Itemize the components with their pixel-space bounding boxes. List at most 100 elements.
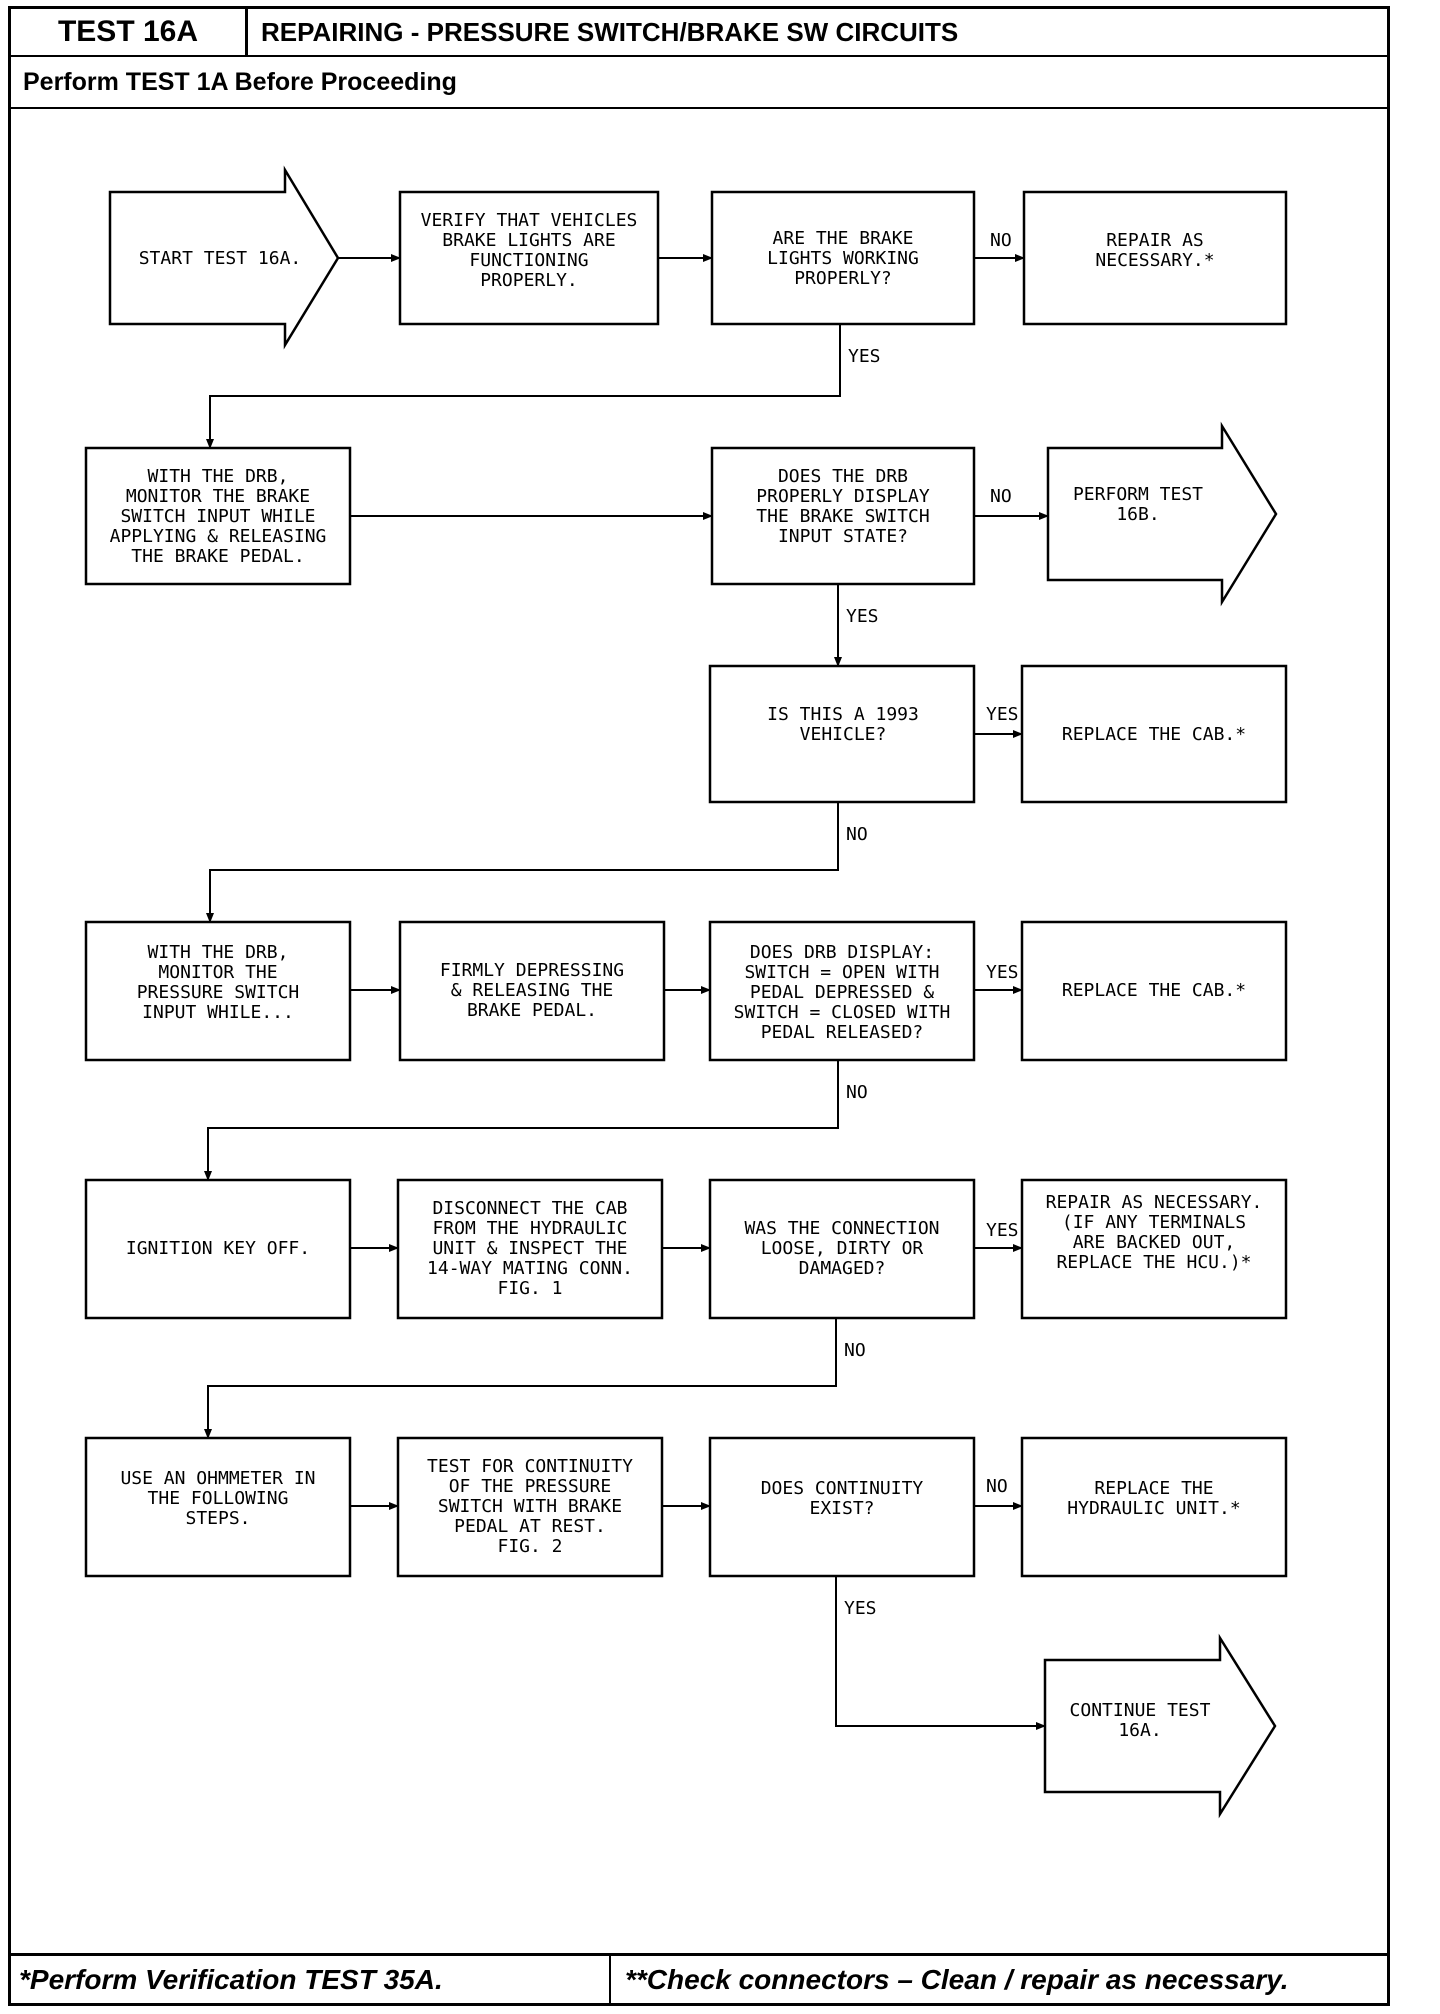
start-node-text: START TEST 16A. (139, 248, 302, 269)
node-text-line: APPLYING & RELEASING (110, 526, 327, 547)
node-text-line: REPLACE THE CAB.* (1062, 724, 1246, 745)
node-text-line: SWITCH WITH BRAKE (438, 1496, 622, 1517)
page-title: REPAIRING - PRESSURE SWITCH/BRAKE SW CIR… (261, 16, 959, 47)
label-no: NO (986, 1476, 1008, 1497)
node-text-line: IGNITION KEY OFF. (126, 1238, 310, 1259)
label-yes: YES (986, 704, 1019, 725)
node-text-line: VEHICLE? (800, 724, 887, 745)
connector-continuity-yes (835, 1576, 1046, 1730)
node-text-line: REPAIR AS (1106, 230, 1204, 251)
connectors (204, 254, 1049, 1730)
node-text-line: STEPS. (185, 1508, 250, 1529)
node-text-line: WITH THE DRB, (148, 466, 289, 487)
node-text-line: SWITCH INPUT WHILE (120, 506, 315, 527)
node-text-line: FROM THE HYDRAULIC (432, 1218, 627, 1239)
node-text-line: FUNCTIONING (469, 250, 588, 271)
node-text-line: FIRMLY DEPRESSING (440, 960, 624, 981)
node-text-line: BRAKE LIGHTS ARE (442, 230, 615, 251)
node-text-line: WAS THE CONNECTION (744, 1218, 939, 1239)
node-text-line: ARE THE BRAKE (773, 228, 914, 249)
node-text-line: DISCONNECT THE CAB (432, 1198, 627, 1219)
node-text-line: OF THE PRESSURE (449, 1476, 612, 1497)
node-text-line: REPLACE THE (1094, 1478, 1213, 1499)
node-text-line: TEST FOR CONTINUITY (427, 1456, 633, 1477)
node-text-line: THE BRAKE SWITCH (756, 506, 929, 527)
replace-cab-text-1: REPLACE THE CAB.* (1062, 724, 1246, 745)
ignition-key-off-box: IGNITION KEY OFF. (84, 1178, 352, 1320)
footer-note-verification: *Perform Verification TEST 35A. (11, 1956, 611, 2003)
node-text-line: REPAIR AS NECESSARY. (1046, 1192, 1263, 1213)
node-text-line: PROPERLY? (794, 268, 892, 289)
node-text-line: 14-WAY MATING CONN. (427, 1258, 633, 1279)
label-no: NO (846, 1082, 868, 1103)
node-text-line: THE BRAKE PEDAL. (131, 546, 304, 567)
node-text-line: LIGHTS WORKING (767, 248, 919, 269)
node-text-line: LOOSE, DIRTY OR (761, 1238, 924, 1259)
node-text-line: PEDAL AT REST. (454, 1516, 606, 1537)
footer-note-connectors: **Check connectors – Clean / repair as n… (625, 1963, 1289, 1995)
ignition-key-off-text: IGNITION KEY OFF. (126, 1238, 310, 1259)
node-text-line: PERFORM TEST (1073, 484, 1203, 505)
node-text-line: START TEST 16A. (139, 248, 302, 269)
connector-1993-no (206, 802, 839, 923)
node-text-line: HYDRAULIC UNIT.* (1067, 1498, 1240, 1519)
test-id: TEST 16A (11, 9, 248, 55)
node-text-line: DOES DRB DISPLAY: (750, 942, 934, 963)
header-row: TEST 16A REPAIRING - PRESSURE SWITCH/BRA… (11, 9, 1387, 57)
node-text-line: USE AN OHMMETER IN (120, 1468, 315, 1489)
node-text-line: NECESSARY.* (1095, 250, 1214, 271)
node-text-line: 16B. (1116, 504, 1159, 525)
node-text-line: (IF ANY TERMINALS (1062, 1212, 1246, 1233)
footer: *Perform Verification TEST 35A. **Check … (11, 1953, 1387, 2003)
label-yes: YES (844, 1598, 877, 1619)
label-no: NO (846, 824, 868, 845)
node-text-line: PEDAL RELEASED? (761, 1022, 924, 1043)
node-text-line: IS THIS A 1993 (767, 704, 919, 725)
label-yes: YES (846, 606, 879, 627)
start-node: START TEST 16A. (108, 165, 340, 350)
node-text-line: SWITCH = CLOSED WITH (734, 1002, 951, 1023)
node-text-line: DOES THE DRB (778, 466, 908, 487)
node-text-line: PROPERLY DISPLAY (756, 486, 930, 507)
node-text-line: MONITOR THE (158, 962, 277, 983)
replace-cab-box-2: REPLACE THE CAB.* (1020, 920, 1288, 1062)
node-text-line: REPLACE THE HCU.)* (1056, 1252, 1251, 1273)
replace-cab-text-2: REPLACE THE CAB.* (1062, 980, 1246, 1001)
node-text-line: BRAKE PEDAL. (467, 1000, 597, 1021)
label-yes: YES (986, 1220, 1019, 1241)
node-text-line: FIG. 1 (497, 1278, 562, 1299)
node-text-line: PEDAL DEPRESSED & (750, 982, 934, 1003)
node-text-line: REPLACE THE CAB.* (1062, 980, 1246, 1001)
connector-lights-yes (206, 324, 841, 449)
